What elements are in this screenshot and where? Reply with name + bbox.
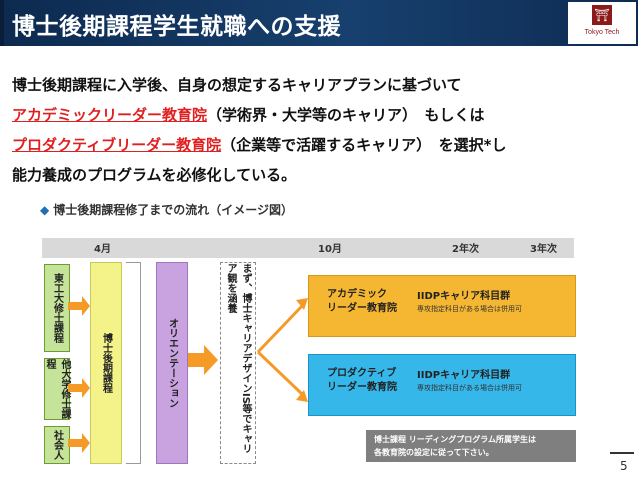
body-line-1: 博士後期課程に入学後、自身の想定するキャリアプランに基づいて [12,76,462,94]
arrow-head-icon [296,390,308,402]
academic-name-line2: リーダー教育院 [327,303,397,314]
arrow-right-icon [68,378,90,398]
academic-program: IIDPキャリア科目群 [417,291,511,302]
body-line-3-rest: （企業等で活躍するキャリア） を選択*し [221,136,507,154]
branch-line-up [256,304,304,354]
timeline-bar: 4月 10月 2年次 3年次 [42,238,574,258]
productive-leader-link-text: プロダクティブリーダー教育院 [12,136,222,154]
diamond-bullet-icon: ◆ [40,203,50,217]
academic-name-line1: アカデミック [327,289,387,300]
bracket [126,262,141,464]
body-line-2: アカデミックリーダー教育院（学術界・大学等のキャリア） もしくは [12,104,485,125]
big-arrow [188,345,218,375]
productive-leader-box: プロダクティブ リーダー教育院 IIDPキャリア科目群 専攻指定科目がある場合は… [308,354,576,416]
diagram-title-text: 博士後期課程修了までの流れ（イメージ図） [53,203,293,217]
title-bar: 博士後期課程学生就職への支援 ⛩ Tokyo Tech [0,0,638,46]
source-arrows [68,296,90,453]
page-title: 博士後期課程学生就職への支援 [12,14,341,40]
footnote-box: 博士課程 リーディングプログラム所属学生は 各教育院の設定に従って下さい。 [366,430,576,462]
timeline-year-2: 2年次 [452,244,479,255]
productive-program: IIDPキャリア科目群 [417,370,511,381]
diagram-title: ◆博士後期課程修了までの流れ（イメージ図） [40,201,293,218]
academic-leader-link-text: アカデミックリーダー教育院 [12,106,208,124]
arrow-right-icon [188,345,218,375]
university-emblem-icon: ⛩ [592,5,612,25]
branch-arrows [256,298,308,402]
academic-note: 専攻指定科目がある場合は併用可 [417,305,522,313]
footnote-line2: 各教育院の設定に従って下さい。 [374,448,494,457]
source-working-adult: 社会人 [44,426,70,464]
arrow-right-icon [68,296,90,316]
body-line-2-rest: （学術界・大学等のキャリア） もしくは [207,106,485,124]
flow-diagram: ◆博士後期課程修了までの流れ（イメージ図） 4月 10月 2年次 3年次 東工大… [28,200,583,470]
career-design-column: まず、博士キャリアデザインIS等でキャリア観を涵養 [220,262,256,464]
timeline-october: 10月 [318,244,342,255]
footnote-line1: 博士課程 リーディングプログラム所属学生は [374,435,536,444]
logo-text: Tokyo Tech [584,29,620,36]
productive-name-line1: プロダクティブ [327,368,397,379]
title-bar-accent [0,0,4,46]
timeline-year-3: 3年次 [530,244,557,255]
arrow-right-icon [68,433,90,453]
productive-leader-name: プロダクティブ リーダー教育院 [327,367,397,395]
productive-name-line2: リーダー教育院 [327,382,397,393]
source-other-masters: 他大学修士課程 [44,358,70,420]
branch-line-down [256,350,304,396]
tokyo-tech-logo: ⛩ Tokyo Tech [568,2,636,44]
body-line-4: 能力養成のプログラムを必修化している。 [12,166,297,184]
productive-note: 専攻指定科目がある場合は併用可 [417,384,522,392]
academic-leader-box: アカデミック リーダー教育院 IIDPキャリア科目群 専攻指定科目がある場合は併… [308,275,576,337]
page-number: 5 [620,459,628,473]
doctoral-course-column: 博士後期課程 [90,262,122,464]
orientation-column: オリエンテーション [156,262,188,464]
source-tokyo-tech-masters: 東工大修士課程 [44,264,70,352]
timeline-april: 4月 [94,244,111,255]
academic-leader-name: アカデミック リーダー教育院 [327,288,397,316]
page-number-rule [610,452,634,454]
arrow-head-icon [296,298,308,310]
body-line-3: プロダクティブリーダー教育院（企業等で活躍するキャリア） を選択*し [12,134,506,155]
